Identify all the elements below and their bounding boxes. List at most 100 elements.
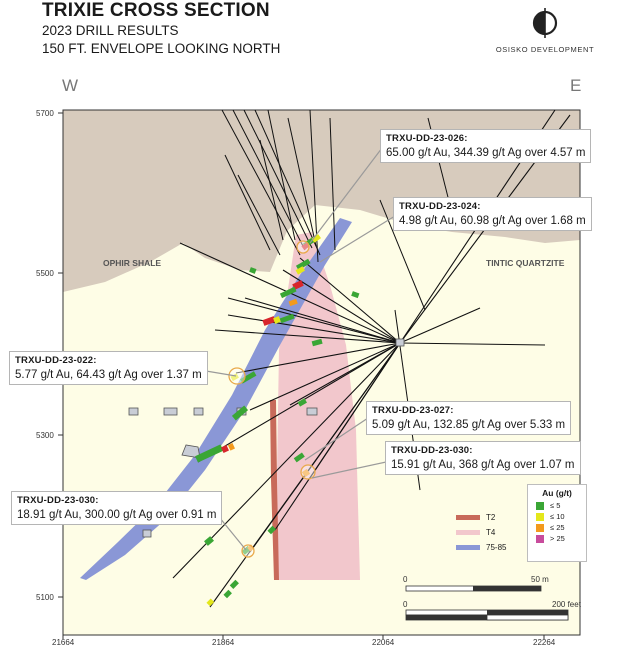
callout-result: 18.91 g/t Au, 300.00 g/t Ag over 0.91 m — [17, 509, 217, 521]
scale-zero-imperial: 0 — [403, 600, 408, 609]
callout-hole-id: TRXU-DD-23-027: — [372, 405, 454, 416]
callout-trxu-dd-23-024: TRXU-DD-23-024: 4.98 g/t Au, 60.98 g/t A… — [393, 197, 592, 231]
intercept-halo — [300, 464, 316, 480]
drill-trace — [274, 342, 401, 531]
drill-trace — [399, 342, 546, 346]
swatch-orange — [536, 523, 544, 532]
legend-label: T2 — [486, 513, 496, 522]
drift-opening — [395, 338, 405, 347]
callout-result: 15.91 g/t Au, 368 g/t Ag over 1.07 m — [391, 459, 575, 471]
drift-opening — [306, 407, 318, 416]
callout-hole-id: TRXU-DD-23-024: — [399, 201, 481, 212]
assay-green — [229, 579, 239, 589]
legend-row-75-85: 75-85 — [456, 543, 522, 552]
scale-zero-metric: 0 — [403, 575, 408, 584]
drill-trace — [259, 139, 284, 241]
intercept-halo — [296, 240, 310, 254]
subtitle-envelope: 150 FT. ENVELOPE LOOKING NORTH — [42, 41, 281, 56]
legend-row-t2: T2 — [456, 513, 522, 522]
swatch-t4 — [456, 530, 480, 535]
scale-label-imperial: 200 feet — [552, 600, 582, 609]
swatch-75-85 — [456, 545, 480, 550]
x-axis: 21664 21864 22064 22264 — [52, 638, 556, 647]
legend-row-au-25: ≤ 25 — [536, 523, 586, 532]
scale-bars: 0 50 m 0 200 feet — [403, 575, 582, 621]
drill-trace — [267, 109, 296, 241]
drill-trace — [254, 109, 321, 256]
assay-green — [204, 536, 214, 546]
x-tick-label: 21864 — [212, 638, 235, 647]
assay-yellow — [206, 598, 215, 607]
leader-line — [319, 215, 396, 263]
scale-label-metric: 50 m — [531, 575, 549, 584]
scale-bar-imperial-top-dark — [487, 610, 568, 615]
drill-trace — [379, 199, 426, 311]
assay-yellow — [230, 373, 239, 382]
y-tick-label: 5500 — [36, 269, 54, 278]
x-tick-label: 21664 — [52, 638, 75, 647]
callout-trxu-dd-23-030-a: TRXU-DD-23-030: 15.91 g/t Au, 368 g/t Ag… — [385, 441, 581, 475]
legend-label: ≤ 10 — [550, 512, 565, 521]
leader-line — [304, 417, 369, 461]
assay-green — [279, 286, 297, 299]
drill-trace — [244, 297, 401, 344]
scale-bar-imperial-bottom-light — [486, 614, 569, 621]
swatch-t2 — [456, 515, 480, 520]
legend-row-au-10: ≤ 10 — [536, 512, 586, 521]
legend-row-au-gt25: > 25 — [536, 534, 586, 543]
swatch-magenta — [536, 534, 544, 543]
drill-trace — [227, 297, 401, 344]
callout-trxu-dd-23-030-b: TRXU-DD-23-030: 18.91 g/t Au, 300.00 g/t… — [11, 491, 223, 525]
drift-opening — [163, 407, 178, 416]
legend-label: 75-85 — [486, 543, 507, 552]
drill-trace — [287, 117, 317, 247]
drill-trace — [329, 117, 336, 251]
leader-line — [309, 147, 383, 244]
tintic-quartzite-label: TINTIC QUARTZITE — [486, 258, 565, 268]
assay-green — [295, 258, 311, 271]
unit-75-85-band — [80, 218, 352, 580]
axis-ticks — [58, 112, 545, 639]
drill-trace — [221, 109, 301, 256]
drill-trace — [237, 174, 281, 256]
t2-unit — [270, 400, 279, 580]
legend-label: ≤ 5 — [550, 501, 561, 510]
au-grade-legend: Au (g/t) ≤ 5 ≤ 10 ≤ 25 > 25 — [527, 484, 587, 562]
callout-hole-id: TRXU-DD-23-022: — [15, 355, 97, 366]
legend-label: > 25 — [550, 534, 565, 543]
drill-trace — [214, 329, 401, 344]
assay-orange — [227, 443, 235, 451]
legend-row-au-5: ≤ 5 — [536, 501, 586, 510]
drill-trace — [249, 342, 401, 411]
assay-orange — [288, 298, 298, 307]
legend-title: Au (g/t) — [542, 488, 572, 498]
assay-green — [267, 525, 276, 535]
assay-green — [195, 444, 224, 463]
company-logo: OSISKO DEVELOPMENT — [490, 8, 600, 54]
assay-yellow — [273, 316, 281, 324]
swatch-green — [536, 501, 544, 510]
highlight-halos — [228, 240, 316, 558]
drill-trace — [235, 342, 401, 374]
subtitle-results: 2023 DRILL RESULTS — [42, 23, 179, 38]
x-tick-label: 22264 — [533, 638, 556, 647]
assay-yellow — [295, 266, 305, 275]
y-tick-label: 5700 — [36, 109, 54, 118]
callout-result: 5.09 g/t Au, 132.85 g/t Ag over 5.33 m — [372, 419, 566, 431]
legend-label: T4 — [486, 528, 496, 537]
legend-row-t4: T4 — [456, 528, 522, 537]
x-tick-label: 22064 — [372, 638, 395, 647]
unit-legend: T2 T4 75-85 — [456, 513, 522, 558]
assay-green — [293, 452, 305, 463]
direction-west: W — [62, 76, 79, 95]
drift-opening — [128, 407, 139, 416]
drift-opening — [193, 407, 204, 416]
ophir-shale-label: OPHIR SHALE — [103, 258, 161, 268]
drift-opening — [142, 529, 152, 538]
swatch-yellow — [536, 512, 544, 521]
y-tick-label: 5100 — [36, 593, 54, 602]
drill-trace — [299, 257, 401, 344]
assay-green — [351, 291, 360, 299]
drill-trace — [399, 307, 481, 344]
callout-hole-id: TRXU-DD-23-030: — [17, 495, 99, 506]
